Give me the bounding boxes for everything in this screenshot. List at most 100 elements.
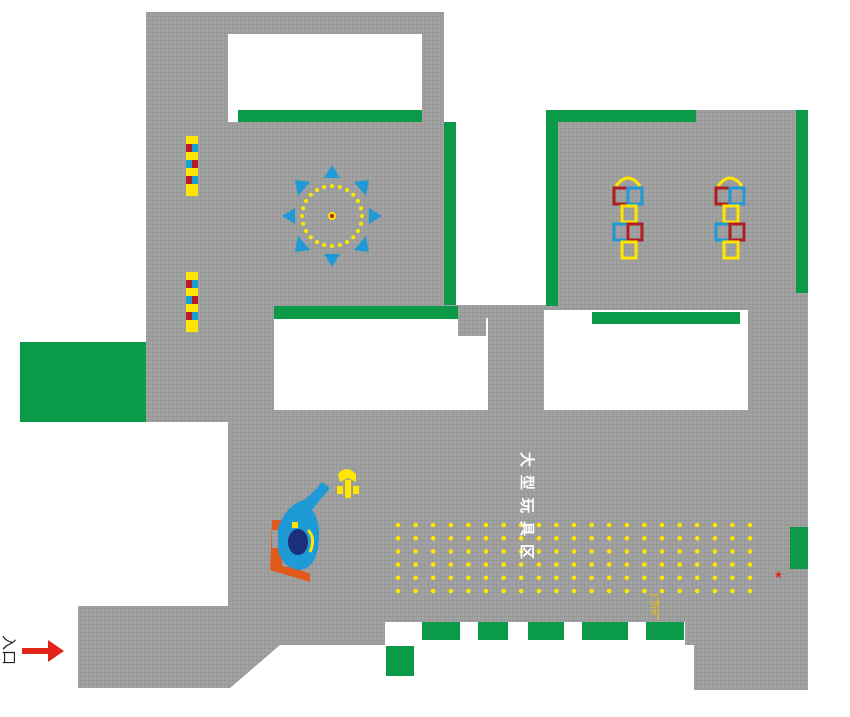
floor-dot [518, 575, 524, 581]
floor-dot [642, 549, 647, 554]
floor-dot [642, 562, 647, 567]
floor-dot [554, 562, 559, 567]
floor-dot [536, 522, 542, 528]
floor-dot [624, 535, 630, 541]
floor-dot [448, 549, 454, 554]
floor-dot [395, 522, 401, 528]
floor-dot [536, 588, 542, 594]
floor-dot [413, 575, 418, 581]
floor-dot [712, 575, 718, 581]
floor-dot [413, 522, 418, 528]
floor-dot [624, 549, 630, 554]
ring-dot [315, 188, 319, 193]
floor-dot [501, 549, 506, 554]
floor-dot [694, 535, 700, 541]
floor-dot [589, 535, 594, 541]
floor-dot [589, 575, 594, 581]
ring-dot [351, 235, 356, 240]
ring-dot [358, 221, 363, 226]
ring-dot [351, 192, 356, 197]
floor-dot [430, 535, 436, 541]
floor-dot [677, 535, 682, 541]
floor-dot [712, 562, 718, 567]
ring-dot [337, 242, 342, 247]
ring-dot [300, 214, 304, 218]
scale-label: 1.5m [648, 592, 658, 616]
floor-dot [571, 562, 577, 567]
floor-dot [589, 588, 594, 594]
floor-dot [659, 522, 665, 528]
floor-dot [554, 575, 559, 581]
floor-dot [448, 522, 454, 528]
color-strip-bottom [186, 272, 198, 332]
floor-dot [606, 549, 612, 554]
floor-dot [501, 562, 506, 567]
floor-dot [466, 575, 471, 581]
ring-dot [330, 244, 334, 248]
floor-dot [730, 549, 735, 554]
ring-dot [355, 199, 360, 203]
floor-dot [606, 562, 612, 567]
floor-dot [430, 549, 436, 554]
floor-dot [589, 562, 594, 567]
ring-dot [301, 221, 306, 226]
floor-dot [606, 575, 612, 581]
floor-dot [677, 549, 682, 554]
floor-dot [571, 575, 577, 581]
floor-dot [624, 522, 630, 528]
floor-dot [624, 562, 630, 567]
elephant-slide [270, 482, 330, 582]
ring-dot [308, 192, 313, 197]
ring-dot [322, 185, 327, 190]
floor-dot [659, 549, 665, 554]
floor-dot [712, 522, 718, 528]
floor-dot [747, 535, 753, 541]
floor-dot [466, 522, 471, 528]
ring-dot [337, 185, 342, 190]
floor-dot [694, 549, 700, 554]
marker-star-icon: ★ [774, 570, 783, 581]
floor-dot [466, 588, 471, 594]
floor-dot [430, 522, 436, 528]
floor-dot [642, 588, 647, 594]
floor-dot [448, 562, 454, 567]
floor-dot [536, 562, 542, 567]
floor-dot [430, 575, 436, 581]
floor-dot [413, 588, 418, 594]
floor-dot [694, 562, 700, 567]
floor-dot [554, 535, 559, 541]
floor-dot [659, 588, 665, 594]
floor-dot [518, 549, 524, 554]
floor-dot [589, 549, 594, 554]
ring-dot [308, 235, 313, 240]
floor-dot [483, 522, 489, 528]
hopscotch-left [612, 176, 644, 260]
floor-dot [483, 535, 489, 541]
floor-dot [518, 562, 524, 567]
floor-dot [430, 588, 436, 594]
floor-dot [712, 535, 718, 541]
floor-dot [730, 575, 735, 581]
floor-dot [448, 535, 454, 541]
dot-field [395, 522, 753, 594]
floor-dot [659, 562, 665, 567]
floor-dot [483, 575, 489, 581]
ring-dot [345, 188, 349, 193]
floor-dot [395, 549, 401, 554]
floor-dot [571, 588, 577, 594]
floor-dot [747, 562, 753, 567]
floor-dot [466, 549, 471, 554]
floor-dot [730, 562, 735, 567]
floor-dot [694, 588, 700, 594]
color-strip-top [186, 136, 198, 196]
hopscotch-right [714, 176, 746, 260]
ring-dot [304, 199, 309, 203]
yellow-marker [337, 469, 359, 498]
floor-dot [536, 549, 542, 554]
floor-dot [624, 575, 630, 581]
floor-dot [747, 549, 753, 554]
floor-dot [571, 535, 577, 541]
floor-dot [730, 535, 735, 541]
floor-dot [395, 562, 401, 567]
floor-dot [466, 562, 471, 567]
